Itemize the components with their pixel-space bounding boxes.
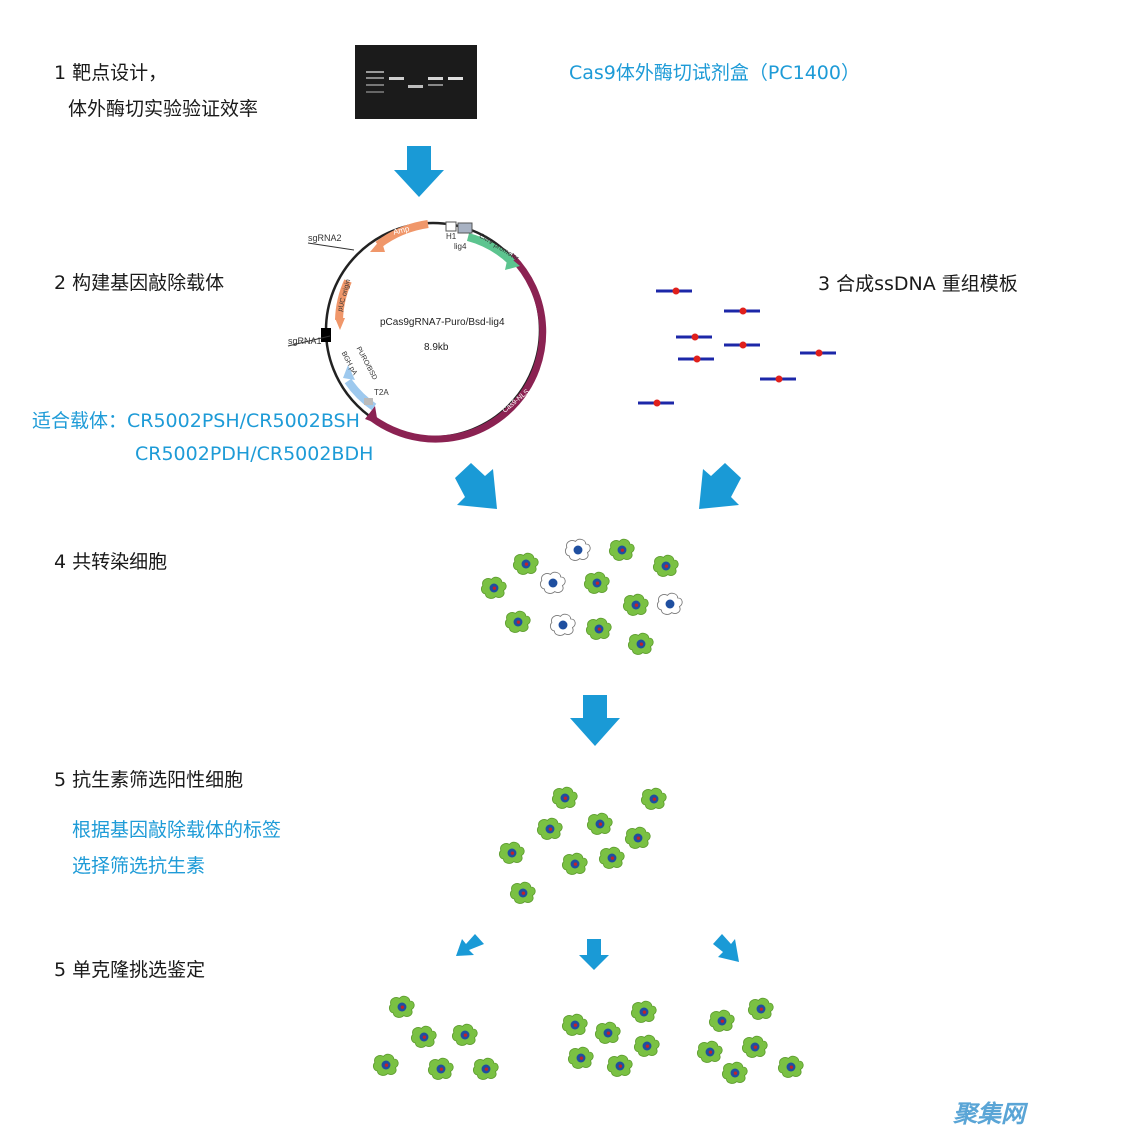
transfected-cell — [388, 995, 415, 1018]
transfected-cell — [504, 610, 531, 633]
plasmid-map — [287, 220, 547, 443]
arrow-small-left — [456, 934, 484, 956]
step-3-title: 3 合成ssDNA 重组模板 — [818, 273, 1018, 295]
label-sgrna2: sgRNA2 — [308, 233, 342, 243]
transfected-cell — [652, 554, 679, 577]
transfected-cell — [606, 1054, 633, 1077]
arrow-down-left — [455, 463, 497, 509]
transfected-cell — [630, 1000, 657, 1023]
label-sgrna1: sgRNA1 — [288, 336, 322, 346]
plasmid-size: 8.9kb — [424, 342, 449, 353]
watermark-logo: 聚集网 — [953, 1100, 1025, 1128]
untransfected-cell — [539, 571, 566, 594]
transfected-cell — [472, 1057, 499, 1080]
transfected-cell — [624, 826, 651, 849]
ssdna-fragment — [678, 355, 714, 363]
cotransfected-cells — [480, 538, 683, 655]
transfected-cell — [551, 786, 578, 809]
selection-note-line2: 选择筛选抗生素 — [72, 855, 206, 877]
transfected-cell — [567, 1046, 594, 1069]
transfected-cell — [561, 852, 588, 875]
arrow-down-2 — [570, 695, 620, 746]
step-5a-title: 5 抗生素筛选阳性细胞 — [54, 769, 244, 791]
transfected-cell — [585, 617, 612, 640]
transfected-cell — [410, 1025, 437, 1048]
gel-image — [355, 45, 477, 119]
arrow-down-1 — [394, 146, 444, 197]
ssdna-fragment — [724, 341, 760, 349]
transfected-cell — [586, 812, 613, 835]
untransfected-cell — [564, 538, 591, 561]
transfected-cell — [608, 538, 635, 561]
label-t2a: T2A — [374, 388, 389, 397]
transfected-cell — [372, 1053, 399, 1076]
transfected-cell — [708, 1009, 735, 1032]
ssdna-fragments — [638, 287, 836, 407]
transfected-cell — [561, 1013, 588, 1036]
vector-note-line2: CR5002PDH/CR5002BDH — [135, 443, 374, 465]
kit-note: Cas9体外酶切试剂盒（PC1400） — [569, 62, 860, 84]
transfected-cell — [509, 881, 536, 904]
transfected-cell — [583, 571, 610, 594]
monoclone-group-1 — [372, 995, 499, 1080]
transfected-cell — [721, 1061, 748, 1084]
step-1-title: 1 靶点设计， — [54, 62, 168, 84]
plasmid-name: pCas9gRNA7-Puro/Bsd-lig4 — [380, 317, 505, 328]
label-lig4: lig4 — [454, 242, 467, 251]
untransfected-cell — [549, 613, 576, 636]
ssdna-fragment — [656, 287, 692, 295]
transfected-cell — [741, 1035, 768, 1058]
arrow-down-right — [699, 463, 741, 509]
step-5b-title: 5 单克隆挑选鉴定 — [54, 959, 206, 981]
ssdna-fragment — [800, 349, 836, 357]
step-4-title: 4 共转染细胞 — [54, 551, 168, 573]
transfected-cell — [598, 846, 625, 869]
step-2-title: 2 构建基因敲除载体 — [54, 272, 225, 294]
arrow-small-right — [713, 934, 739, 962]
selected-cells — [498, 786, 667, 904]
arrow-small-down — [579, 939, 609, 970]
transfected-cell — [633, 1034, 660, 1057]
transfected-cell — [747, 997, 774, 1020]
ssdna-fragment — [676, 333, 712, 341]
transfected-cell — [777, 1055, 804, 1078]
transfected-cell — [451, 1023, 478, 1046]
ssdna-fragment — [638, 399, 674, 407]
transfected-cell — [480, 576, 507, 599]
transfected-cell — [427, 1057, 454, 1080]
transfected-cell — [696, 1040, 723, 1063]
transfected-cell — [622, 593, 649, 616]
transfected-cell — [536, 817, 563, 840]
transfected-cell — [640, 787, 667, 810]
transfected-cell — [627, 632, 654, 655]
selection-note-line1: 根据基因敲除载体的标签 — [72, 819, 282, 841]
transfected-cell — [498, 841, 525, 864]
ssdna-fragment — [760, 375, 796, 383]
transfected-cell — [512, 552, 539, 575]
monoclone-group-3 — [696, 997, 804, 1084]
ssdna-fragment — [724, 307, 760, 315]
vector-note-line1: 适合载体：CR5002PSH/CR5002BSH — [32, 410, 360, 432]
monoclone-group-2 — [561, 1000, 660, 1077]
transfected-cell — [594, 1021, 621, 1044]
untransfected-cell — [656, 592, 683, 615]
label-h1: H1 — [446, 232, 457, 241]
step-1-subtitle: 体外酶切实验验证效率 — [68, 98, 259, 120]
